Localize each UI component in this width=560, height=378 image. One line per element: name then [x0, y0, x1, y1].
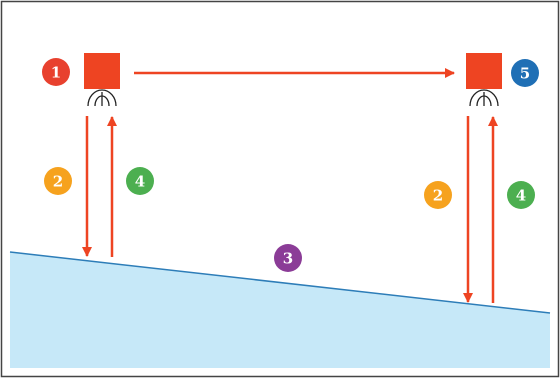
step-badge-5-label: 5: [520, 65, 530, 83]
step-badge-2-left: 2: [44, 167, 72, 195]
step-badge-5: 5: [511, 59, 539, 87]
step-badge-2-left-label: 2: [53, 173, 63, 191]
step-badge-4-right-label: 4: [516, 187, 526, 205]
device-left-icon: [84, 53, 120, 89]
step-badge-4-left-label: 4: [135, 173, 145, 191]
device-right-icon: [466, 53, 502, 89]
step-badge-4-left: 4: [126, 167, 154, 195]
step-badge-4-right: 4: [507, 181, 535, 209]
step-badge-3: 3: [274, 244, 302, 272]
step-badge-2-right: 2: [424, 181, 452, 209]
step-badge-3-label: 3: [283, 250, 293, 268]
step-badge-1: 1: [42, 58, 70, 86]
step-badge-1-label: 1: [51, 64, 61, 82]
step-badge-2-right-label: 2: [433, 187, 443, 205]
